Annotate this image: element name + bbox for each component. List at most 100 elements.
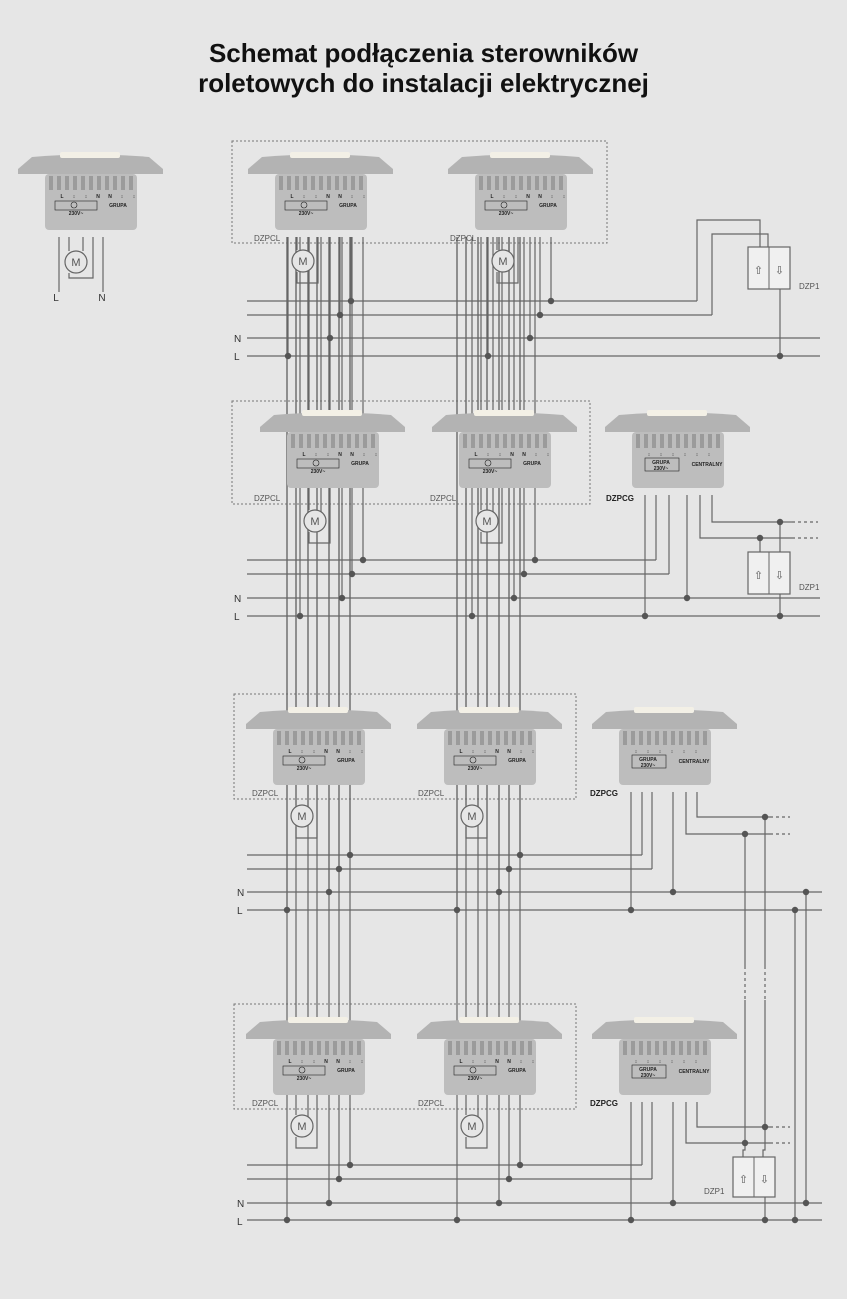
controller-cover	[246, 709, 391, 729]
junction-dot	[516, 851, 524, 859]
junction-dot	[547, 297, 555, 305]
arrow-up-icon: ⇧	[739, 1174, 748, 1186]
wire	[308, 237, 331, 544]
body-rib	[357, 731, 361, 745]
terminal-bracket	[282, 1065, 326, 1076]
terminal-mark: L	[459, 749, 462, 755]
motor-icon	[491, 249, 515, 273]
cover-highlight	[290, 152, 350, 158]
terminal-mark: L	[290, 194, 293, 200]
body-rib	[285, 1041, 289, 1055]
junction-dot	[335, 1175, 343, 1183]
wire	[295, 237, 318, 1149]
motor-symbol	[300, 201, 308, 209]
body-rib	[504, 1041, 508, 1055]
body-rib	[464, 1041, 468, 1055]
terminal-mark: ↕	[349, 1059, 352, 1065]
terminal-mark: N	[526, 194, 530, 200]
group-mark: GRUPA	[337, 758, 355, 764]
body-rib	[333, 1041, 337, 1055]
group-mark: GRUPA	[539, 203, 557, 209]
module-label: DZPCL	[430, 494, 457, 503]
arrow-up-icon: ⇧	[754, 570, 763, 582]
body-rib	[495, 176, 499, 190]
junction-dot	[359, 556, 367, 564]
wire	[685, 1102, 745, 1144]
body-rib	[351, 176, 355, 190]
group-mark: GRUPA	[652, 460, 670, 466]
terminal-mark: L	[288, 1059, 291, 1065]
body-rib	[319, 176, 323, 190]
live-label: L	[237, 906, 243, 917]
body-rib	[480, 1041, 484, 1055]
terminal-bracket	[631, 754, 667, 769]
terminal-mark: ↕	[563, 194, 566, 200]
cover-highlight	[634, 707, 694, 713]
terminal-mark: ↕	[696, 452, 699, 458]
junction-dot	[284, 352, 292, 360]
body-rib	[512, 731, 516, 745]
body-rib	[543, 176, 547, 190]
body-rib	[496, 1041, 500, 1055]
shutter-switch: ⇧⇩	[747, 246, 791, 290]
junction-dot	[761, 1123, 769, 1131]
terminal-mark: ↕	[535, 452, 538, 458]
body-rib	[700, 434, 704, 448]
motor-label: M	[297, 1121, 306, 1133]
terminal-bracket	[284, 200, 328, 211]
switch-label: DZP1	[704, 1187, 725, 1196]
live-label: L	[234, 612, 240, 623]
terminal-mark: ↕	[313, 1059, 316, 1065]
motor-label: M	[467, 1121, 476, 1133]
body-rib	[671, 731, 675, 745]
group-mark: GRUPA	[639, 757, 657, 763]
terminal-mark: N	[495, 749, 499, 755]
body-rib	[471, 434, 475, 448]
body-rib	[503, 176, 507, 190]
arrow-down-icon: ⇩	[775, 570, 784, 582]
group-mark: GRUPA	[508, 1068, 526, 1074]
motor-symbol	[500, 201, 508, 209]
junction-dot	[761, 1216, 769, 1224]
cover-highlight	[60, 152, 120, 158]
voltage-mark: 230V~	[297, 1076, 312, 1082]
terminal-mark: N	[336, 1059, 340, 1065]
junction-dot	[325, 888, 333, 896]
body-rib	[660, 434, 664, 448]
body-rib	[299, 434, 303, 448]
terminal-mark: N	[510, 452, 514, 458]
group-frame	[233, 1003, 577, 1110]
terminal-bracket	[453, 1065, 497, 1076]
voltage-mark: 230V~	[297, 766, 312, 772]
body-rib	[519, 434, 523, 448]
module-label: DZPCL	[418, 789, 445, 798]
terminal-bracket	[484, 200, 528, 211]
junction-dot	[495, 888, 503, 896]
motor-icon	[460, 1114, 484, 1138]
terminal-mark: ↕	[708, 452, 711, 458]
arrow-down-icon: ⇩	[760, 1174, 769, 1186]
body-rib	[105, 176, 109, 190]
controller-cover	[260, 412, 405, 432]
terminal-mark: ↕	[484, 749, 487, 755]
body-rib	[535, 176, 539, 190]
body-rib	[679, 1041, 683, 1055]
terminal-mark: L	[474, 452, 477, 458]
body-rib	[535, 434, 539, 448]
body-rib	[631, 1041, 635, 1055]
wire	[711, 495, 780, 523]
live-label: L	[53, 293, 59, 304]
wire	[465, 237, 488, 1149]
body-rib	[293, 731, 297, 745]
body-rib	[463, 434, 467, 448]
body-rib	[65, 176, 69, 190]
terminal-mark: ↕	[351, 194, 354, 200]
body-rib	[359, 176, 363, 190]
body-rib	[291, 434, 295, 448]
neutral-label: N	[234, 334, 241, 345]
